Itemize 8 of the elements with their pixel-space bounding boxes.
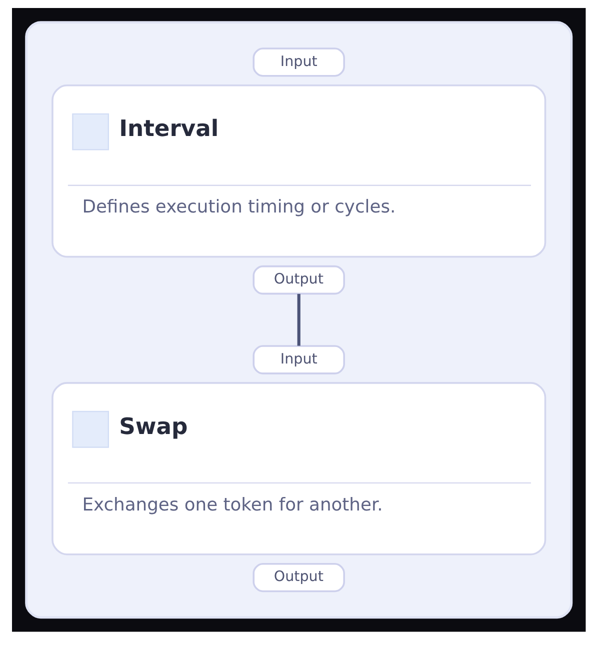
node-box: Interval Defines execution timing or cycles.	[52, 84, 546, 258]
connector	[297, 294, 300, 346]
node-box: Output	[252, 265, 345, 295]
node-box: Output	[252, 562, 345, 592]
node-box: Input	[252, 345, 345, 374]
cluster	[25, 21, 573, 619]
node-box: Input	[252, 48, 345, 77]
node-box: Swap Exchanges one token for another.	[52, 382, 546, 556]
